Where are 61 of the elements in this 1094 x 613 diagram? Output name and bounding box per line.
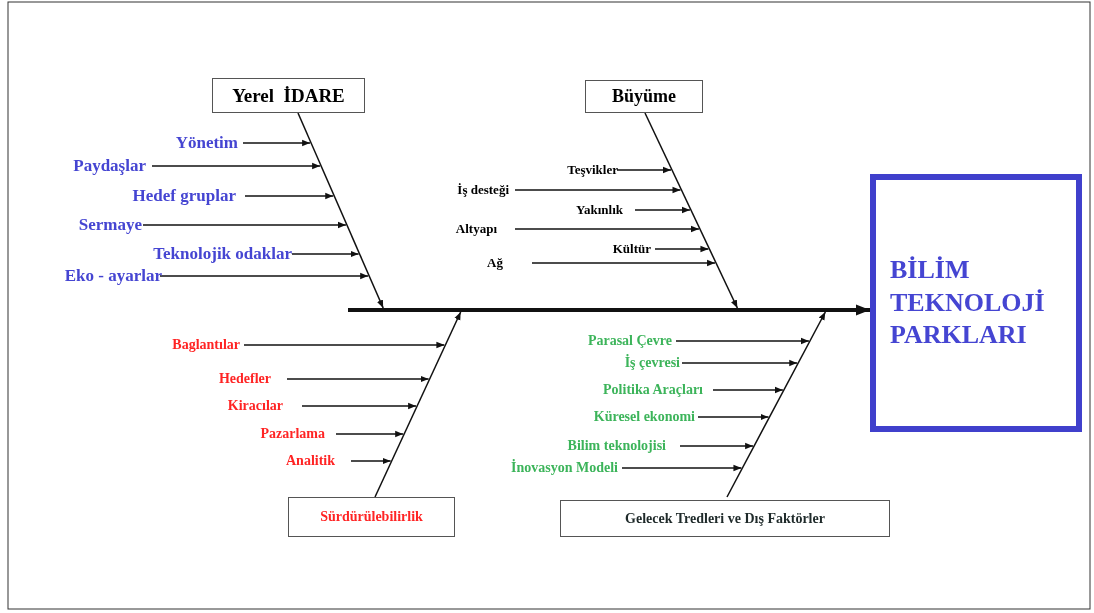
spine-arrow: [850, 304, 870, 316]
bone-arrow: [374, 311, 462, 498]
category-box: [212, 78, 365, 113]
arrow: [159, 272, 369, 280]
category-label: Yerel İDARE: [232, 84, 345, 107]
arrow: [634, 206, 691, 214]
arrow: [654, 245, 710, 253]
bone-arrow: [297, 112, 384, 309]
cause-label: Politika Araçları: [603, 382, 703, 398]
effect-box: [870, 174, 1082, 432]
arrow: [679, 442, 754, 450]
cause-label: Paydaşlar: [73, 156, 146, 176]
arrow: [244, 192, 334, 200]
arrow: [514, 225, 700, 233]
cause-label: Küresel ekonomi: [593, 409, 695, 425]
arrow: [286, 375, 430, 383]
category-box: [560, 500, 890, 537]
cause-label: Kiracılar: [227, 398, 283, 414]
cause-label: Eko - ayarlar: [64, 266, 162, 286]
cause-label: Teşvikler: [567, 162, 618, 178]
arrow: [712, 386, 784, 394]
arrow: [242, 139, 311, 147]
category-label: Sürdürülebilirlik: [320, 509, 423, 525]
cause-label: Parasal Çevre: [587, 333, 672, 349]
cause-label: Yönetim: [175, 133, 238, 153]
cause-label: Analitik: [286, 453, 335, 469]
arrow: [621, 464, 743, 472]
cause-label: Altyapı: [455, 221, 497, 237]
arrow: [243, 341, 446, 349]
cause-label: Teknolojik odaklar: [153, 244, 292, 264]
arrow: [616, 166, 672, 174]
category-box: [288, 497, 455, 537]
effect-title: BİLİM TEKNOLOJİ PARKLARI: [890, 254, 1046, 352]
arrow: [151, 162, 321, 170]
cause-label: Ağ: [487, 255, 503, 271]
cause-label: Yakınlık: [576, 202, 623, 218]
cause-label: İnovasyon Modeli: [511, 460, 618, 476]
arrow: [514, 186, 682, 194]
cause-label: İş çevresi: [624, 355, 680, 371]
arrow: [335, 430, 404, 438]
arrow: [531, 259, 716, 267]
category-label: Gelecek Tredleri ve Dış Faktörler: [625, 510, 825, 527]
cause-label: Kültür: [612, 241, 651, 257]
bone-arrow: [726, 311, 827, 498]
arrow: [697, 413, 770, 421]
cause-label: Baglantılar: [172, 337, 240, 353]
cause-label: Sermaye: [78, 215, 142, 235]
arrow: [291, 250, 360, 258]
category-label: Büyüme: [612, 86, 676, 107]
category-box: [585, 80, 703, 113]
arrow: [142, 221, 347, 229]
arrow: [301, 402, 417, 410]
arrow: [675, 337, 810, 345]
cause-label: Bilim teknolojisi: [567, 438, 666, 454]
cause-label: Pazarlama: [260, 426, 325, 442]
arrow: [350, 457, 392, 465]
cause-label: Hedef gruplar: [132, 186, 236, 206]
cause-label: Hedefler: [218, 371, 271, 387]
cause-label: İş desteği: [457, 182, 509, 198]
arrow: [681, 359, 798, 367]
bone-arrow: [644, 112, 739, 309]
